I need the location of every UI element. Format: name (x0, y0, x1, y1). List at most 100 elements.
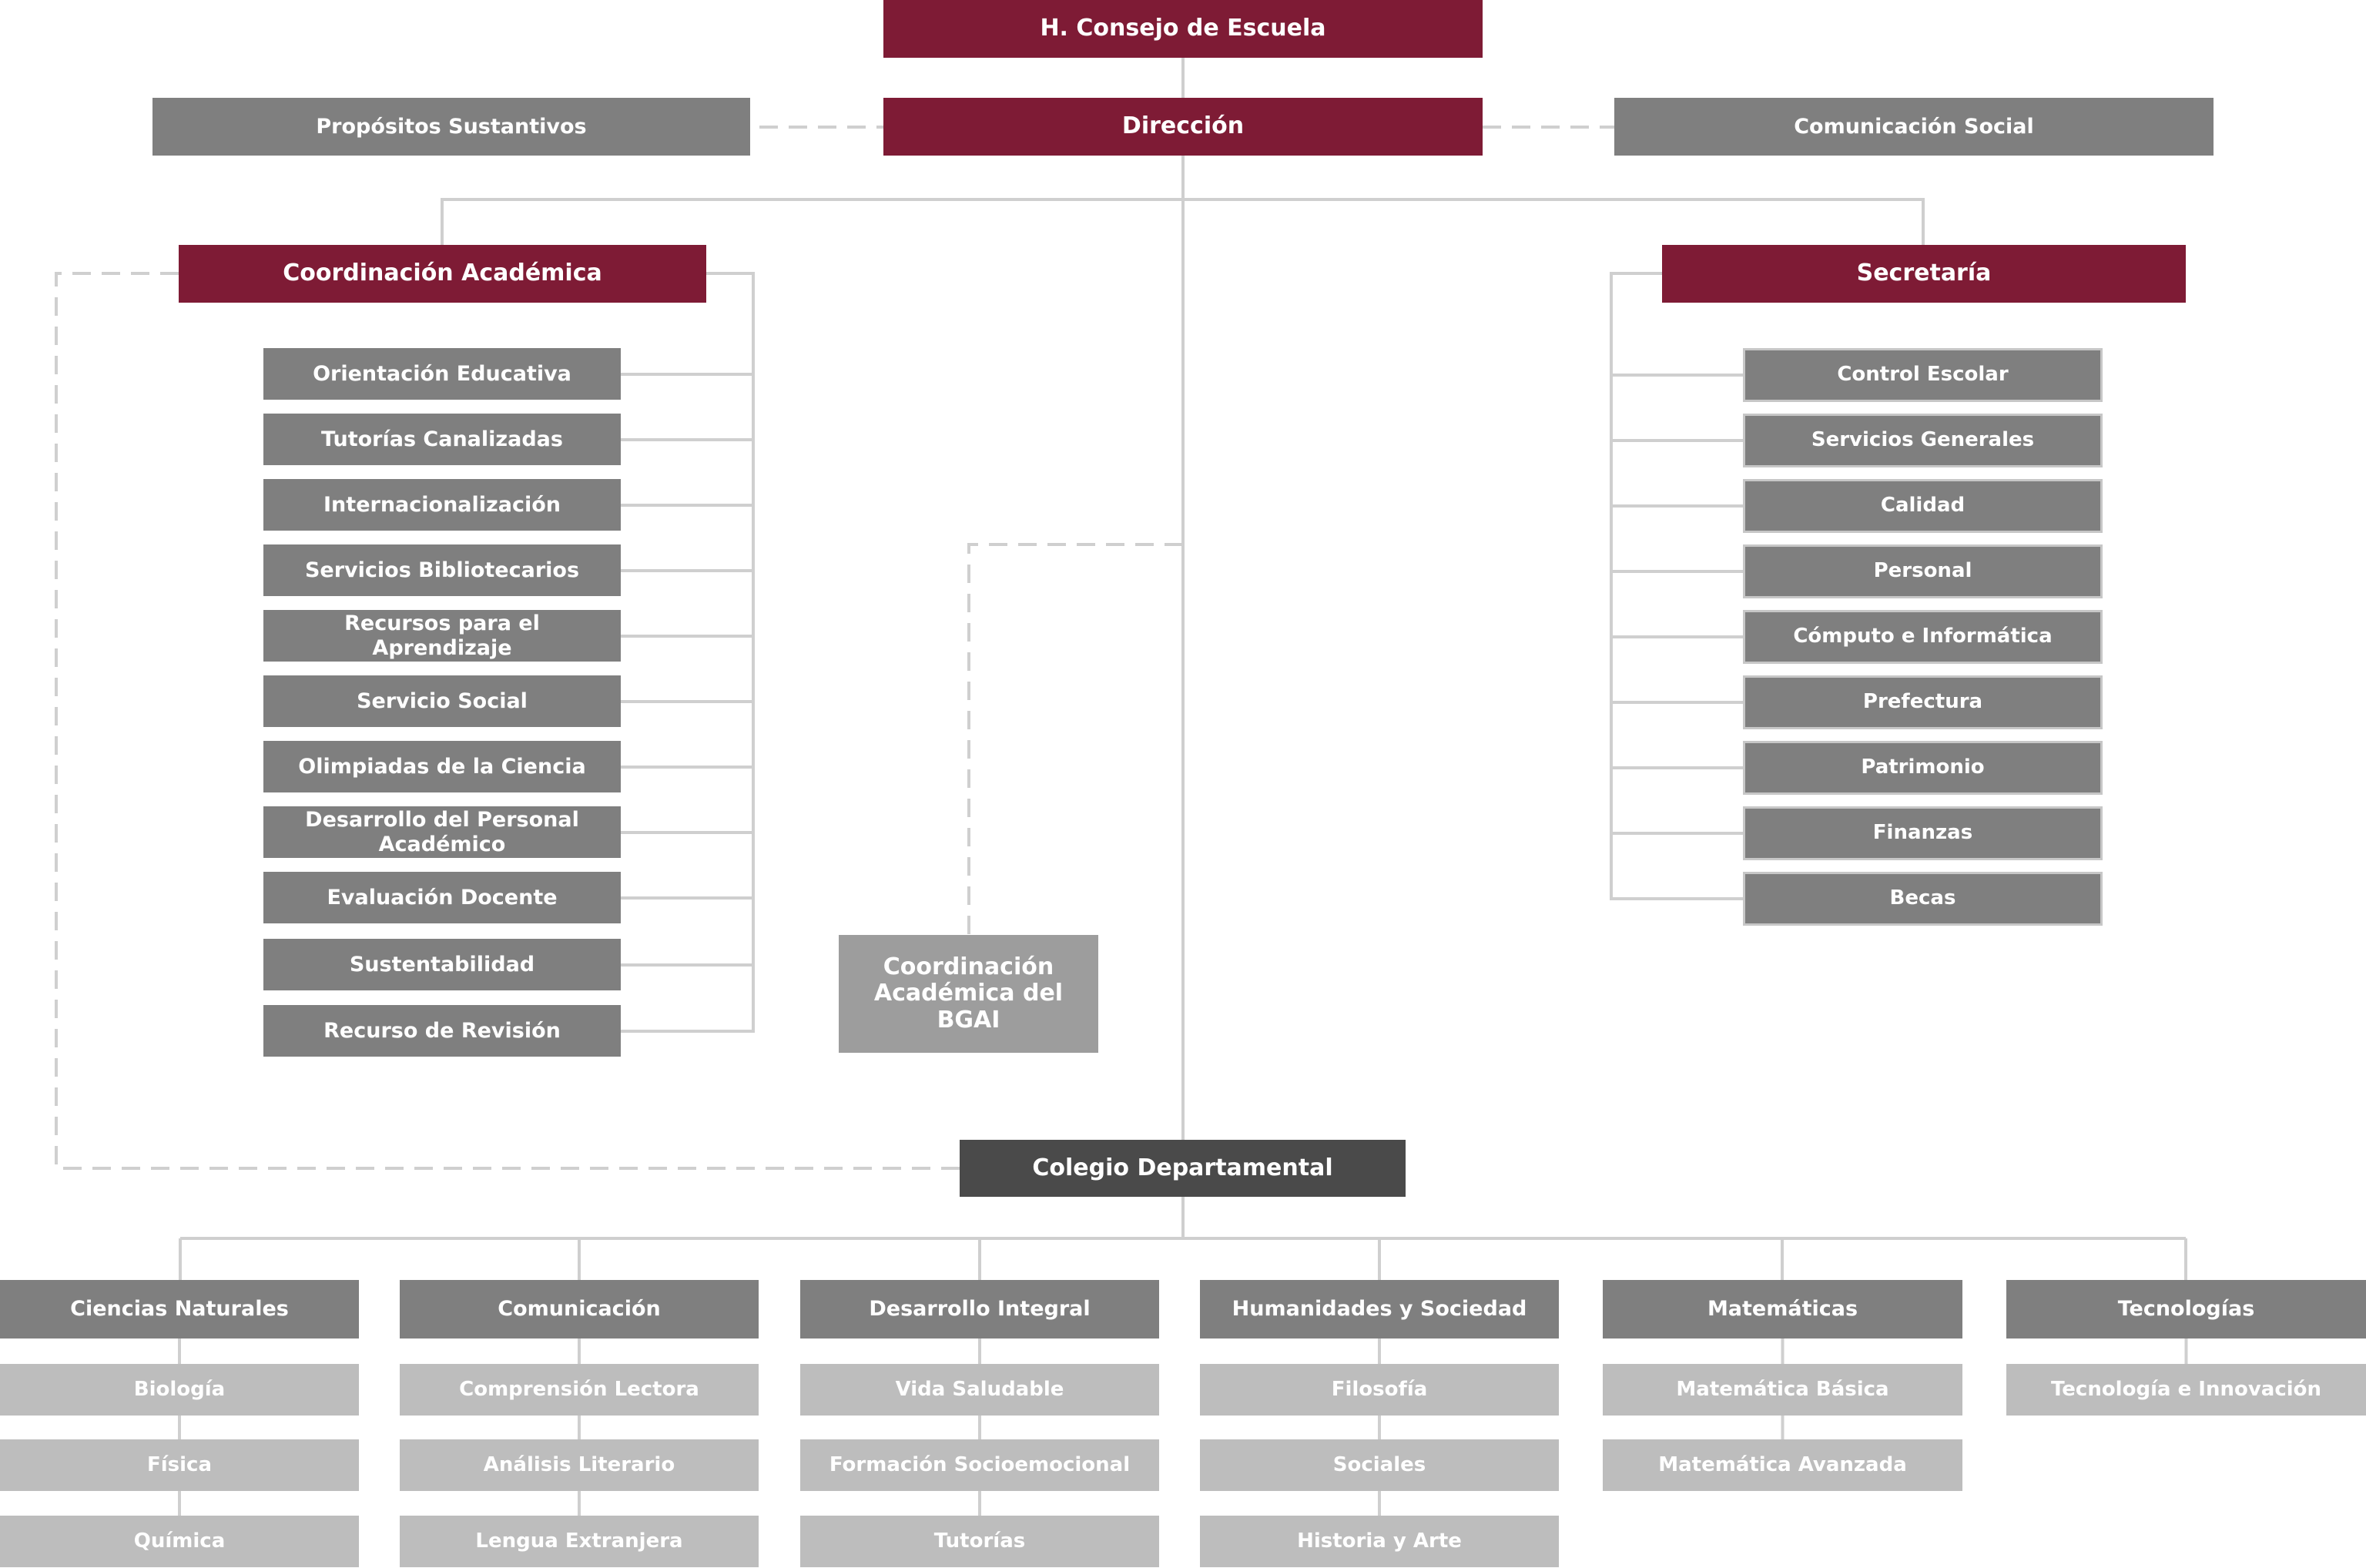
coordinacion-item: Servicio Social (263, 675, 621, 727)
secretaria-item: Cómputo e Informática (1743, 610, 2103, 664)
departamento-item: Matemática Básica (1603, 1364, 1962, 1416)
secretaria-box: Secretaría (1662, 245, 2186, 303)
secretaria-item: Prefectura (1743, 675, 2103, 729)
coordinacion-item-label: Desarrollo del Personal Académico (305, 808, 579, 856)
departamento-item-label: Química (133, 1529, 226, 1553)
departamento-header-label: Tecnologías (2117, 1297, 2255, 1322)
departamento-item-label: Biología (133, 1377, 226, 1401)
departamento-item-label: Historia y Arte (1297, 1529, 1462, 1553)
dashed-connector (967, 543, 1183, 935)
departamento-item-label: Matemática Avanzada (1658, 1452, 1907, 1476)
departamento-item: Comprensión Lectora (400, 1364, 759, 1416)
secretaria-item-label: Patrimonio (1861, 756, 1985, 779)
departamento-header-label: Humanidades y Sociedad (1232, 1297, 1527, 1322)
secretaria-item-label: Control Escolar (1837, 363, 2009, 387)
propositos-box: Propósitos Sustantivos (152, 98, 750, 156)
secretaria-item-label: Servicios Generales (1811, 428, 2035, 452)
departamento-item-label: Vida Saludable (895, 1377, 1064, 1401)
secretaria-item-label: Becas (1889, 886, 1956, 910)
departamento-item-label: Comprensión Lectora (459, 1377, 699, 1401)
direccion-box: Dirección (883, 98, 1483, 156)
departamento-item: Química (0, 1516, 359, 1567)
coordinacion-item-label: Internacionalización (323, 492, 561, 517)
departamento-item-label: Tutorías (933, 1529, 1026, 1553)
coordinacion-academica-box: Coordinación Académica (179, 245, 706, 303)
departamento-item-label: Tecnología e Innovación (2050, 1377, 2322, 1401)
departamento-item: Sociales (1200, 1439, 1559, 1491)
comunicacion-social-box: Comunicación Social (1614, 98, 2214, 156)
departamento-item-label: Sociales (1332, 1452, 1426, 1476)
secretaria-item-label: Cómputo e Informática (1793, 625, 2053, 648)
secretaria-item: Personal (1743, 544, 2103, 598)
coordinacion-item-label: Servicio Social (357, 689, 528, 713)
connector (621, 272, 755, 1033)
coordinacion-item-label: Evaluación Docente (327, 885, 558, 910)
bgai-box: Coordinación Académica del BGAI (839, 935, 1098, 1053)
consejo-label: H. Consejo de Escuela (1040, 15, 1326, 42)
departamento-item: Matemática Avanzada (1603, 1439, 1962, 1491)
coordinacion-item-label: Tutorías Canalizadas (321, 427, 563, 451)
departamento-item: Tutorías (800, 1516, 1159, 1567)
secretaria-item-label: Personal (1873, 559, 1972, 583)
coordinacion-item-label: Sustentabilidad (349, 952, 535, 977)
departamento-item-label: Formación Socioemocional (829, 1452, 1131, 1476)
secretaria-item: Finanzas (1743, 806, 2103, 860)
secretaria-item-label: Finanzas (1872, 821, 1973, 845)
coordinacion-item: Servicios Bibliotecarios (263, 544, 621, 596)
secretaria-label: Secretaría (1856, 260, 1992, 287)
comunicacion-social-label: Comunicación Social (1794, 114, 2034, 139)
departamento-header: Comunicación (400, 1280, 759, 1338)
propositos-label: Propósitos Sustantivos (316, 114, 587, 139)
departamento-header-label: Comunicación (498, 1297, 661, 1322)
departamento-header: Humanidades y Sociedad (1200, 1280, 1559, 1338)
colegio-departamental-box: Colegio Departamental (960, 1140, 1406, 1197)
departamento-item: Biología (0, 1364, 359, 1416)
departamento-header-label: Matemáticas (1707, 1297, 1858, 1322)
departamento-item: Análisis Literario (400, 1439, 759, 1491)
direccion-label: Dirección (1121, 112, 1245, 140)
coordinacion-item: Orientación Educativa (263, 348, 621, 400)
departamento-header: Matemáticas (1603, 1280, 1962, 1338)
departamento-item: Formación Socioemocional (800, 1439, 1159, 1491)
departamento-item-label: Análisis Literario (483, 1452, 675, 1476)
departamento-item-label: Física (146, 1452, 213, 1476)
coordinacion-item: Olimpiadas de la Ciencia (263, 741, 621, 792)
consejo-box: H. Consejo de Escuela (883, 0, 1483, 58)
coordinacion-item: Sustentabilidad (263, 939, 621, 990)
secretaria-item: Servicios Generales (1743, 414, 2103, 467)
connector (1610, 272, 1745, 900)
coordinacion-academica-label: Coordinación Académica (283, 260, 602, 287)
coordinacion-item-label: Orientación Educativa (313, 361, 571, 386)
coordinacion-item: Recursos para el Aprendizaje (263, 610, 621, 662)
departamento-item: Física (0, 1439, 359, 1491)
colegio-departamental-label: Colegio Departamental (1032, 1154, 1333, 1181)
departamento-item: Filosofía (1200, 1364, 1559, 1416)
departamento-header-label: Ciencias Naturales (70, 1297, 289, 1322)
bgai-label: Coordinación Académica del BGAI (873, 953, 1064, 1034)
coordinacion-item-label: Servicios Bibliotecarios (304, 558, 580, 582)
coordinacion-item: Tutorías Canalizadas (263, 414, 621, 465)
departamento-item-label: Lengua Extranjera (475, 1529, 683, 1553)
departamento-item-label: Filosofía (1331, 1377, 1428, 1401)
departamento-item: Vida Saludable (800, 1364, 1159, 1416)
connector (441, 198, 1925, 245)
secretaria-item: Patrimonio (1743, 741, 2103, 795)
coordinacion-item: Internacionalización (263, 479, 621, 531)
departamento-header: Desarrollo Integral (800, 1280, 1159, 1338)
departamento-item: Lengua Extranjera (400, 1516, 759, 1567)
coordinacion-item: Recurso de Revisión (263, 1005, 621, 1057)
secretaria-item-label: Prefectura (1862, 690, 1983, 714)
secretaria-item: Calidad (1743, 479, 2103, 533)
secretaria-item: Becas (1743, 872, 2103, 926)
departamento-header: Tecnologías (2006, 1280, 2366, 1338)
departamento-header: Ciencias Naturales (0, 1280, 359, 1338)
departamento-item: Historia y Arte (1200, 1516, 1559, 1567)
secretaria-item: Control Escolar (1743, 348, 2103, 402)
departamento-header-label: Desarrollo Integral (869, 1297, 1091, 1322)
coordinacion-item: Desarrollo del Personal Académico (263, 806, 621, 858)
departamento-item-label: Matemática Básica (1676, 1377, 1889, 1401)
coordinacion-item-label: Recurso de Revisión (323, 1018, 561, 1043)
coordinacion-item-label: Olimpiadas de la Ciencia (298, 754, 586, 779)
secretaria-item-label: Calidad (1880, 494, 1966, 518)
